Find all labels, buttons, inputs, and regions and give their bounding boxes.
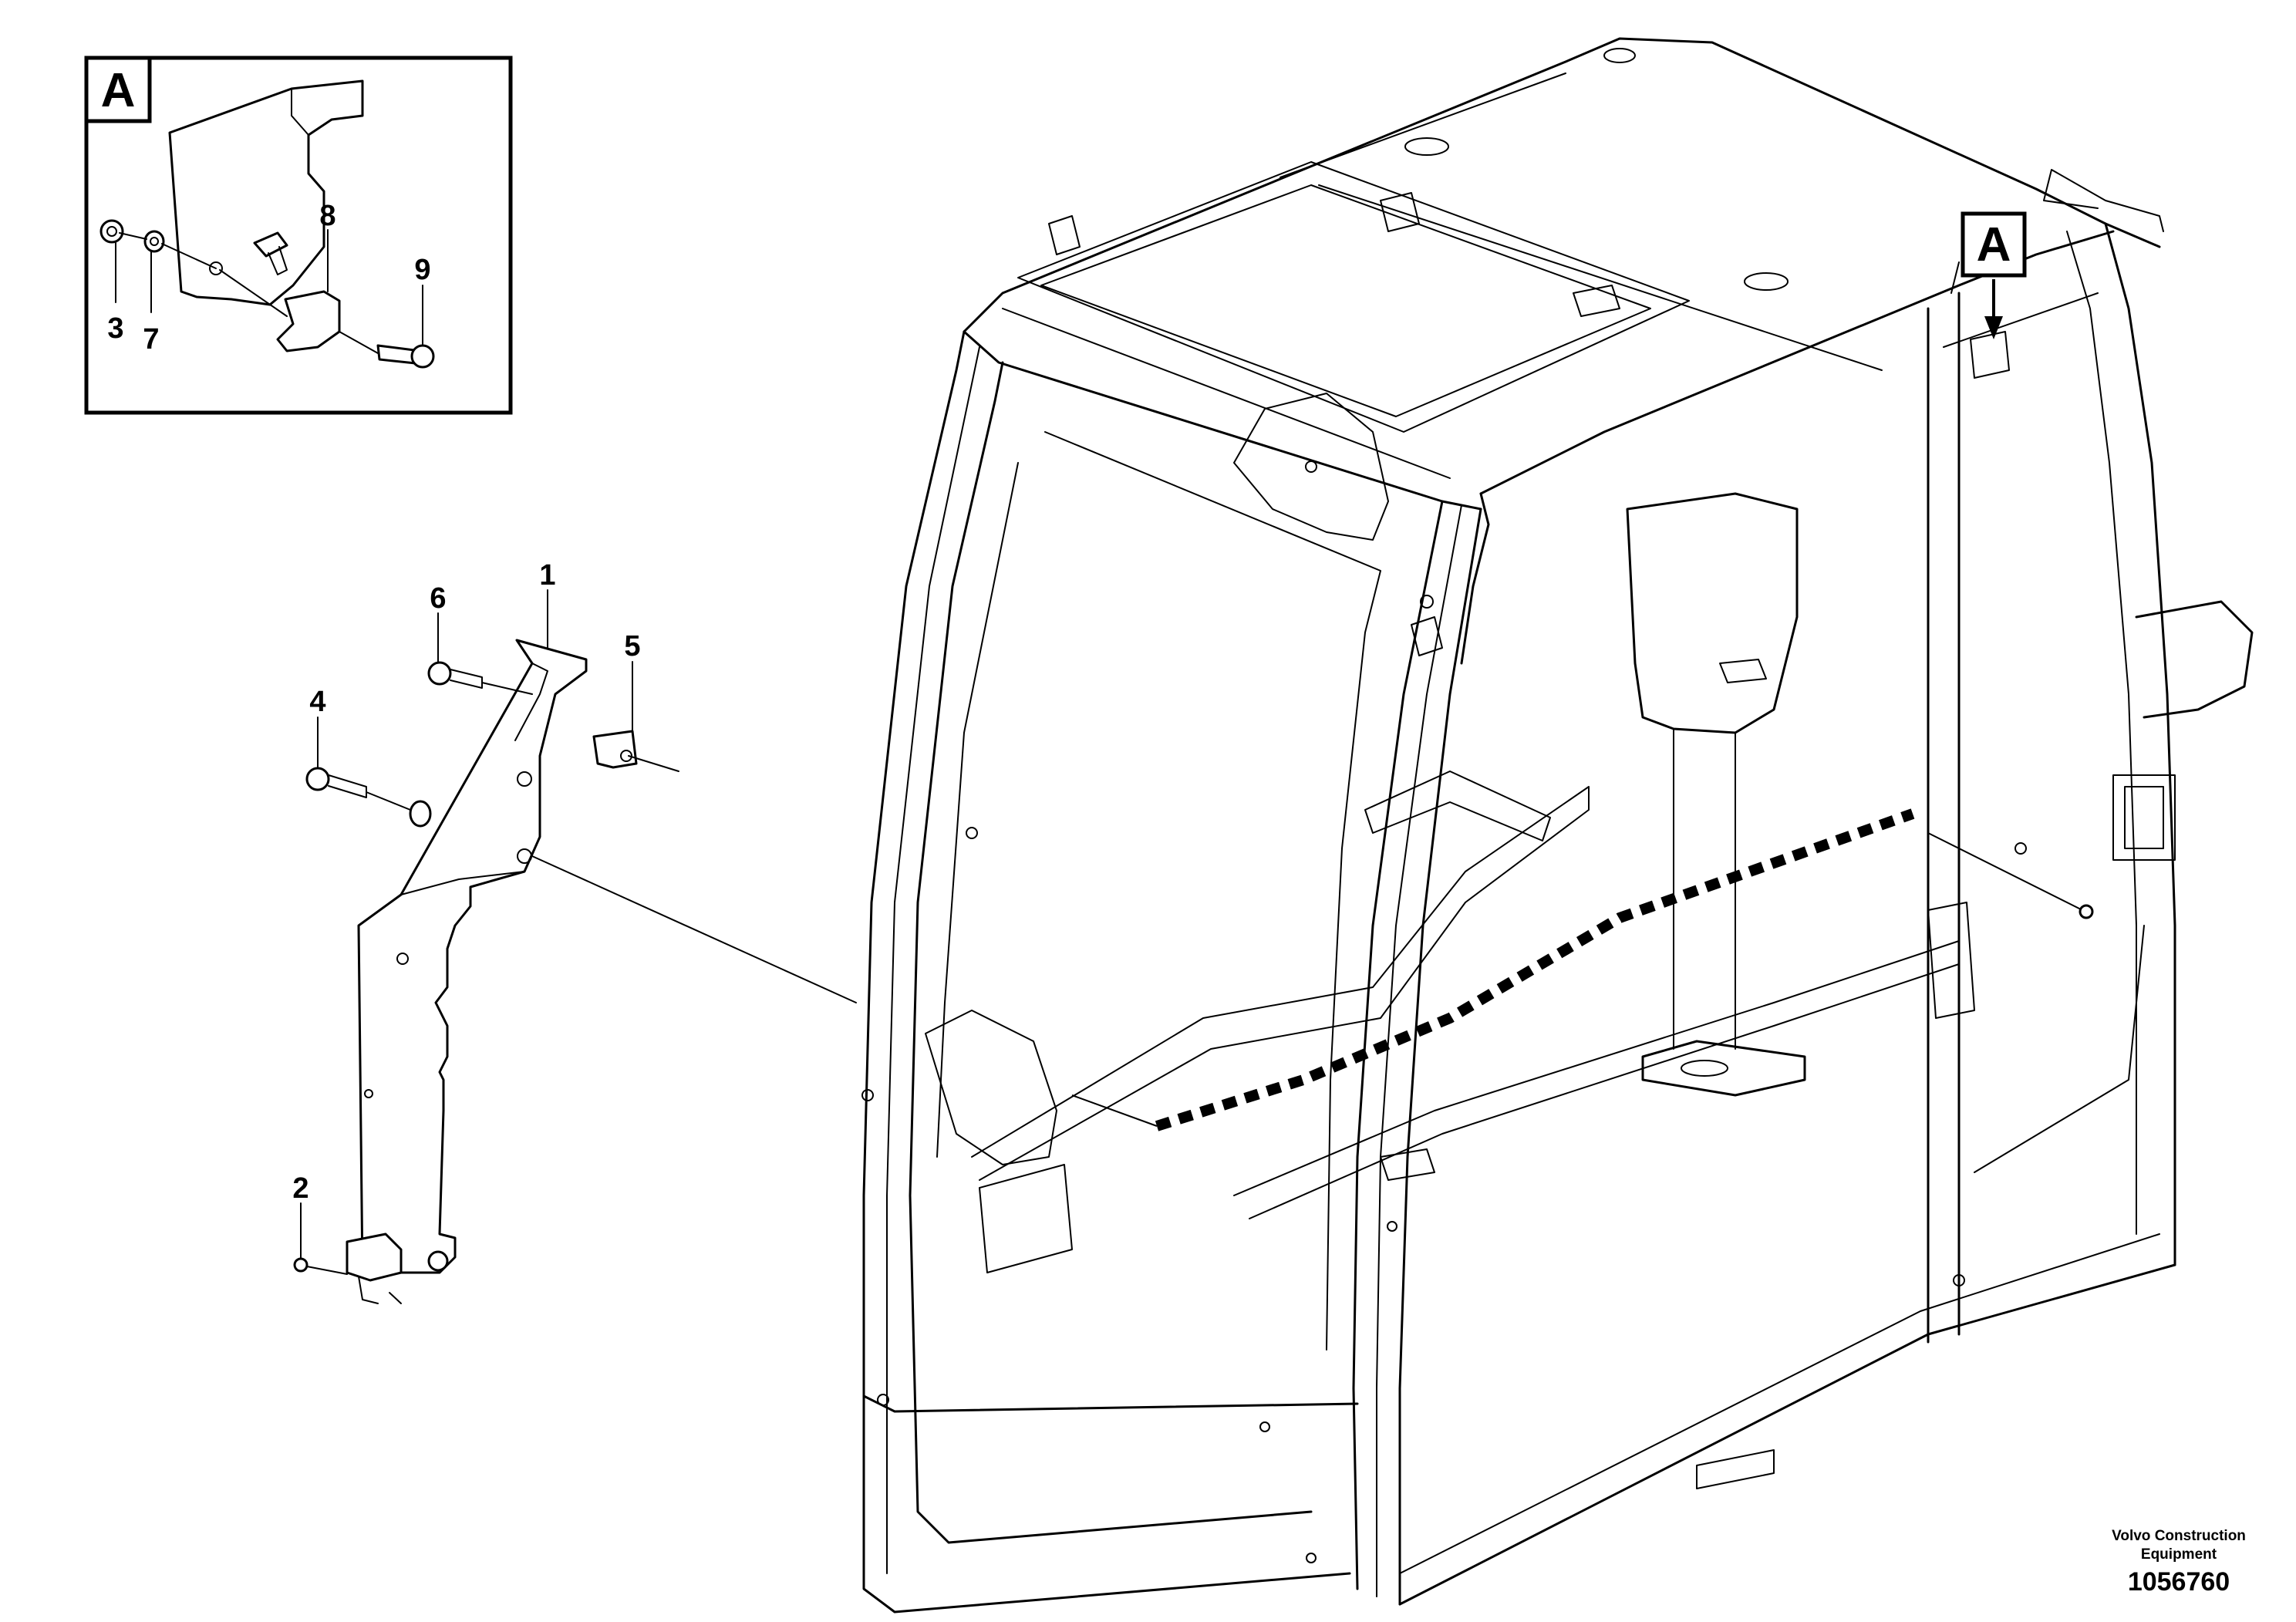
roof-rear-corner (2043, 169, 2164, 232)
console-base (1641, 1040, 1806, 1097)
bottom-crossbar (862, 1394, 1359, 1413)
floor-crossmember (1233, 940, 1960, 1219)
callout-2: 2 (292, 1172, 308, 1205)
side-pocket (925, 1010, 1057, 1165)
bracket-fold-lines (400, 663, 548, 895)
screw-head-9 (410, 344, 435, 369)
roof-edge-front-left (963, 330, 1482, 511)
screw-head-4 (305, 767, 330, 791)
bracket-foot (346, 1233, 403, 1282)
bracket-hole-lower (517, 848, 532, 864)
bracket-hole (209, 261, 223, 275)
pillar-center-inner (1398, 508, 1482, 1606)
exploded-bracket-assembly: 1 6 5 4 2 (292, 559, 857, 1304)
assembly-axis-a (119, 232, 379, 354)
reference-flag-a (1961, 211, 2027, 278)
screw-thread-6 (450, 669, 483, 689)
pillar-left-outer (862, 330, 1351, 1614)
washer-part-7 (143, 230, 165, 253)
assembly-axis-main (531, 855, 857, 1003)
window-frame-inner (1044, 431, 1381, 1351)
knob-part-8 (276, 290, 341, 352)
callout-4: 4 (309, 686, 325, 718)
side-vent (979, 1164, 1073, 1273)
screw-head-6 (427, 661, 452, 686)
pillar-left-inner (909, 361, 1313, 1544)
nut-part-2 (293, 1257, 308, 1273)
callout-9: 9 (414, 254, 430, 286)
reference-flag-label: A (1977, 218, 2011, 271)
nut-part-3 (99, 219, 124, 244)
bracket-part-1 (357, 639, 588, 1274)
detail-label-box (84, 56, 152, 123)
callout-6: 6 (430, 582, 446, 615)
seat-rail-structure (971, 786, 1590, 1181)
console-housing (1626, 492, 1799, 734)
callout-7: 7 (143, 323, 159, 356)
bracket-fold-line (291, 88, 309, 136)
detail-label: A (101, 64, 136, 117)
washer-part-4 (409, 800, 432, 828)
screw-thread-4 (328, 774, 367, 798)
pillar-rear-far (2104, 222, 2176, 1266)
bracket-plate (168, 79, 364, 306)
clip-nut-part-5 (592, 730, 638, 769)
rear-box (2135, 600, 2254, 719)
stud-head (253, 231, 288, 258)
seal-strip (1155, 808, 1915, 1131)
door-latch (2112, 774, 2176, 861)
stud-thread (268, 246, 288, 275)
roof-opening (1017, 161, 1690, 433)
detail-view-a: A 3 7 8 9 (84, 56, 513, 415)
roof-bracket (1233, 393, 1389, 541)
roof-edge-rear (963, 37, 2161, 333)
figure-number: 1056760 (2127, 1567, 2230, 1597)
roof-edge-front-right (1479, 230, 2115, 495)
callout-3: 3 (107, 312, 123, 345)
callout-5: 5 (624, 630, 640, 663)
operator-cab-frame: A (861, 37, 2254, 1614)
roof-panels (1002, 73, 1960, 479)
pillar-rear-right (1927, 292, 1961, 1344)
pillar-center-outer (1352, 500, 1444, 1590)
bracket-hole-upper (517, 771, 532, 787)
manufacturer-label: Volvo Construction Equipment (2112, 1528, 2246, 1563)
callout-1: 1 (539, 559, 555, 592)
callout-8: 8 (319, 200, 335, 232)
floor-edge-right (1398, 1263, 2176, 1606)
